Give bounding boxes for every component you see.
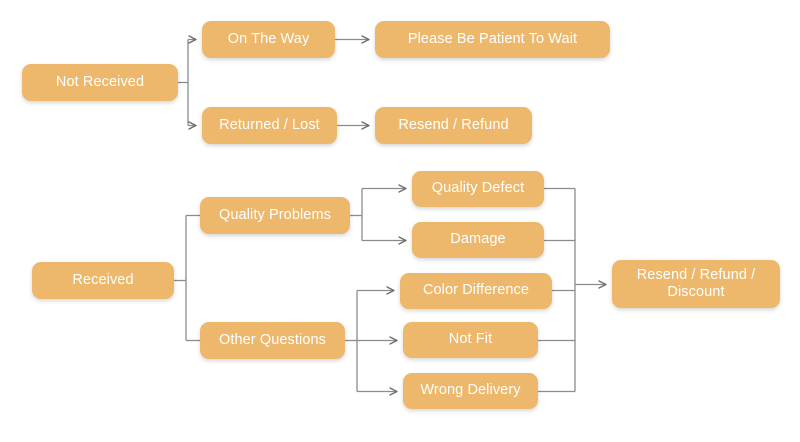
node-label: Returned / Lost: [219, 116, 320, 133]
node-label: Resend / Refund / Discount: [636, 266, 756, 300]
node-label: Resend / Refund: [398, 116, 509, 133]
node-not-fit[interactable]: Not Fit: [403, 322, 538, 358]
node-quality-defect[interactable]: Quality Defect: [412, 171, 544, 207]
node-label: Not Fit: [448, 331, 493, 348]
node-damage[interactable]: Damage: [412, 222, 544, 258]
node-label: Not Received: [55, 73, 145, 90]
node-label: On The Way: [227, 30, 310, 47]
node-label: Received: [72, 271, 134, 288]
node-on-the-way[interactable]: On The Way: [202, 21, 335, 58]
node-other-questions[interactable]: Other Questions: [200, 322, 345, 359]
node-label: Wrong Delivery: [420, 382, 521, 399]
node-resend-refund[interactable]: Resend / Refund: [375, 107, 532, 144]
node-quality-problems[interactable]: Quality Problems: [200, 197, 350, 234]
node-received[interactable]: Received: [32, 262, 174, 299]
node-returned-lost[interactable]: Returned / Lost: [202, 107, 337, 144]
node-please-be-patient-to-wait[interactable]: Please Be Patient To Wait: [375, 21, 610, 58]
node-color-difference[interactable]: Color Difference: [400, 273, 552, 309]
node-label: Other Questions: [218, 331, 327, 348]
node-label: Please Be Patient To Wait: [407, 30, 578, 47]
node-label: Quality Problems: [219, 206, 331, 223]
node-wrong-delivery[interactable]: Wrong Delivery: [403, 373, 538, 409]
node-label: Damage: [450, 231, 506, 248]
node-not-received[interactable]: Not Received: [22, 64, 178, 101]
node-label: Quality Defect: [431, 180, 525, 197]
node-resend-refund-discount[interactable]: Resend / Refund / Discount: [612, 260, 780, 308]
node-label: Color Difference: [422, 282, 530, 299]
